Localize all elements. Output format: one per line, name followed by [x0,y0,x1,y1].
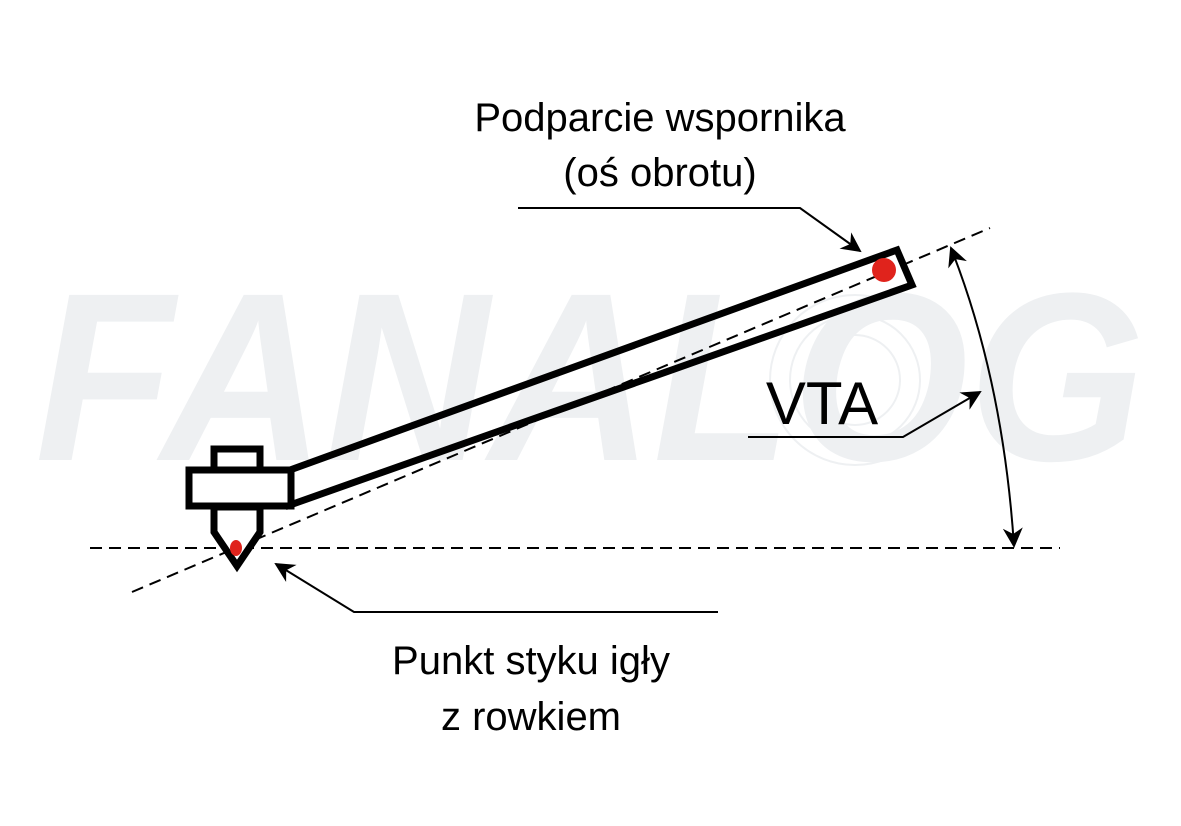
pivot-label-line2: (oś obrotu) [563,151,756,195]
watermark-record-icon [769,294,941,466]
vta-angle-arc [948,246,1023,548]
pivot-label-line1: Podparcie wspornika [474,96,846,140]
stylus-tip [210,503,264,573]
contact-label-line1: Punkt styku igły [392,639,670,683]
cartridge-body [185,466,295,510]
pivot-point-marker [872,258,896,282]
pivot-leader-line [518,207,862,253]
contact-label-line2: z rowkiem [441,695,621,739]
cartridge [185,445,295,573]
contact-point-marker [230,540,242,556]
vta-leader-line [748,390,982,438]
contact-leader-line [274,562,718,613]
vta-label: VTA [766,370,878,437]
